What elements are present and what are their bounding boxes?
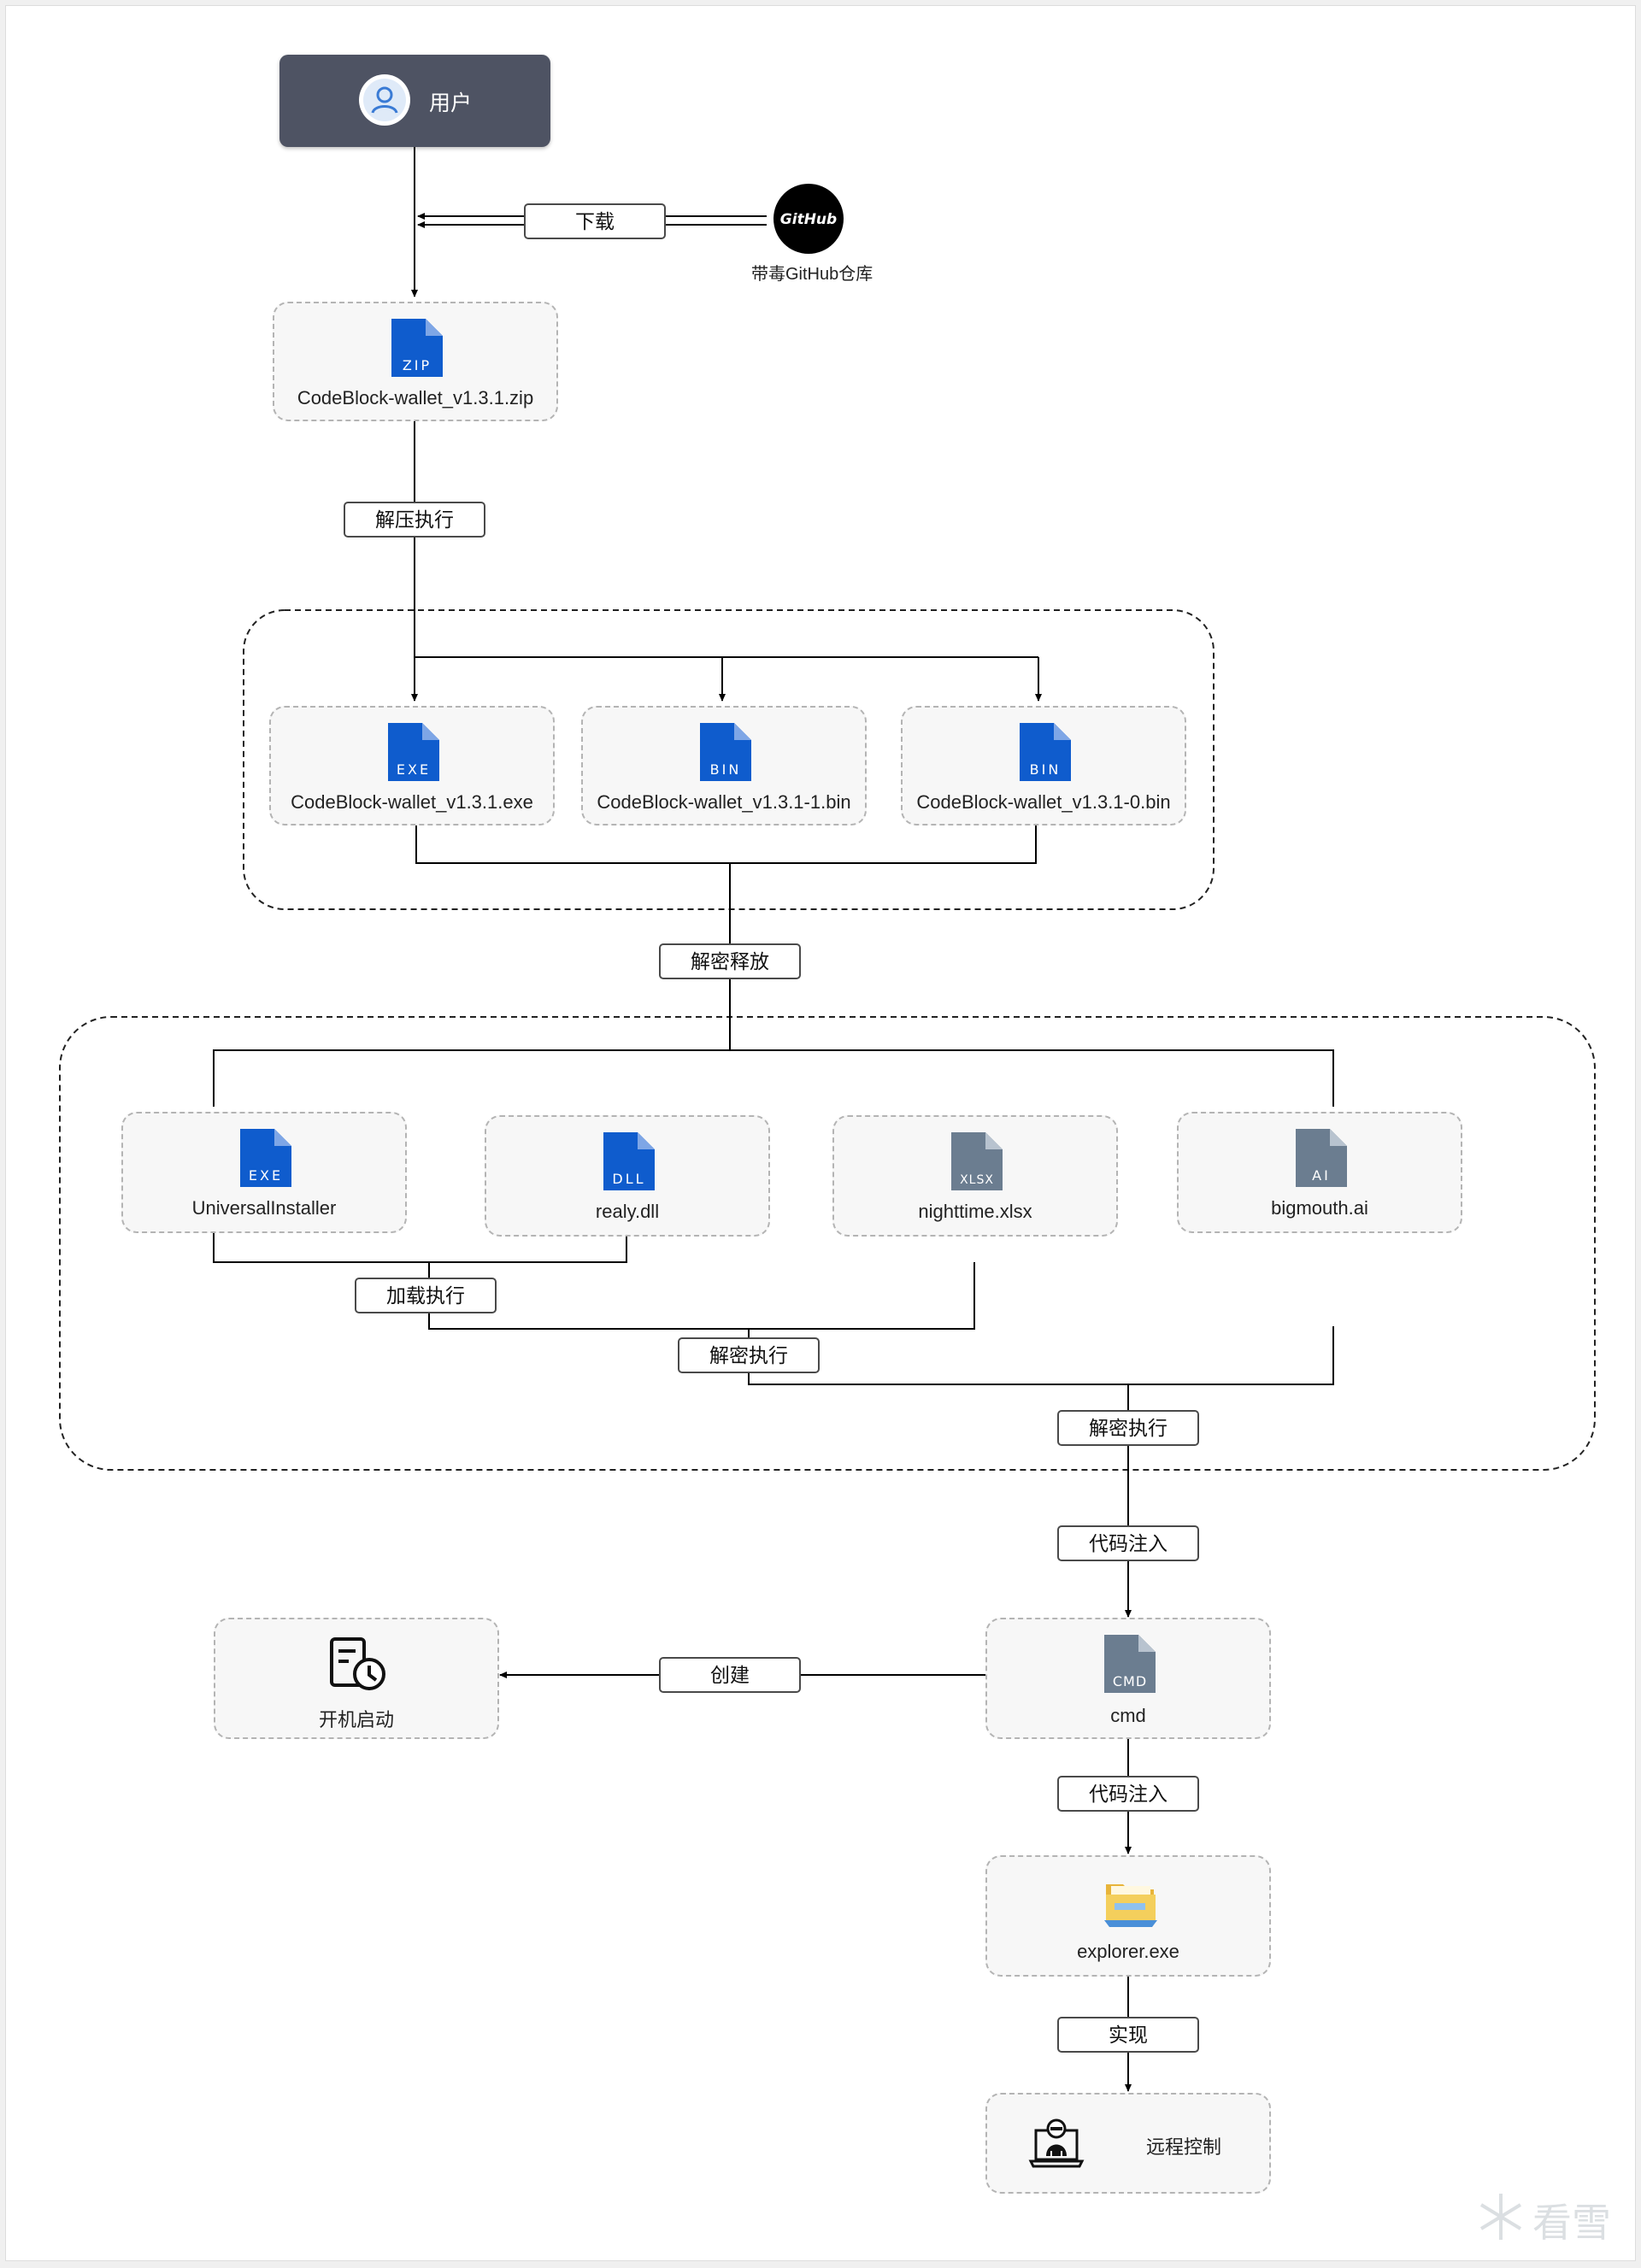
- zip-badge: ZIP: [403, 357, 432, 373]
- ai-file-icon: AI: [1296, 1129, 1347, 1187]
- exe-file-name: CodeBlock-wallet_v1.3.1.exe: [291, 791, 533, 813]
- remote-control-label: 远程控制: [1145, 2136, 1221, 2158]
- bin1-badge: BIN: [710, 761, 742, 778]
- step-unzip-run: 解压执行: [344, 502, 485, 538]
- user-node: 用户: [279, 55, 550, 147]
- bin0-badge: BIN: [1030, 761, 1062, 778]
- cmd-file-icon: CMD: [1104, 1635, 1156, 1693]
- explorer-file-name: explorer.exe: [1077, 1941, 1179, 1962]
- connector-load-xlsx: [428, 1262, 975, 1330]
- step-achieve: 实现: [1057, 2017, 1199, 2053]
- xlsx-file-name: nighttime.xlsx: [918, 1201, 1032, 1222]
- connector-decrypt1-ai: [748, 1326, 1334, 1385]
- xlsx-file-node: XLSX nighttime.xlsx: [832, 1115, 1118, 1237]
- connector-merge-1: [415, 820, 1037, 864]
- diagram-canvas: 用户 GitHub 带毒GitHub仓库 ZIP CodeBlock-walle…: [5, 5, 1636, 2261]
- zip-file-name: CodeBlock-wallet_v1.3.1.zip: [297, 387, 534, 408]
- step-create: 创建: [659, 1657, 801, 1693]
- github-logo-icon: GitHub: [773, 184, 844, 254]
- bin0-file-icon: BIN: [1020, 723, 1071, 781]
- cmd-file-name: cmd: [1110, 1705, 1146, 1726]
- cmd-badge: CMD: [1113, 1673, 1147, 1689]
- step-inject-2: 代码注入: [1057, 1776, 1199, 1812]
- step-load-run: 加载执行: [355, 1278, 497, 1313]
- xlsx-file-icon: XLSX: [951, 1132, 1003, 1190]
- xlsx-badge: XLSX: [960, 1173, 994, 1187]
- step-inject-1: 代码注入: [1057, 1525, 1199, 1561]
- step-decrypt-release: 解密释放: [659, 943, 801, 979]
- user-avatar-icon: [359, 74, 410, 126]
- bin1-file-name: CodeBlock-wallet_v1.3.1-1.bin: [597, 791, 851, 813]
- watermark: 看雪: [1474, 2187, 1628, 2247]
- bin0-file-node: BIN CodeBlock-wallet_v1.3.1-0.bin: [901, 706, 1186, 826]
- folder-explorer-icon: [1104, 1884, 1157, 1927]
- dll-badge: DLL: [612, 1171, 645, 1187]
- zip-file-node: ZIP CodeBlock-wallet_v1.3.1.zip: [273, 302, 558, 421]
- installer-badge: EXE: [249, 1167, 283, 1184]
- remote-control-node: 远程控制: [985, 2093, 1271, 2194]
- exe-file-node: EXE CodeBlock-wallet_v1.3.1.exe: [269, 706, 555, 826]
- cmd-file-node: CMD cmd: [985, 1618, 1271, 1739]
- dll-file-icon: DLL: [603, 1132, 655, 1190]
- bin0-file-name: CodeBlock-wallet_v1.3.1-0.bin: [916, 791, 1171, 813]
- exe-file-icon: EXE: [388, 723, 439, 781]
- installer-file-name: UniversalInstaller: [191, 1197, 337, 1219]
- startup-schedule-icon: [330, 1637, 385, 1690]
- ai-file-node: AI bigmouth.ai: [1177, 1112, 1462, 1233]
- snowflake-icon: [1479, 2194, 1522, 2240]
- startup-node: 开机启动: [214, 1618, 499, 1739]
- hacker-laptop-icon: [1028, 2118, 1085, 2168]
- github-logo-text: GitHub: [780, 211, 837, 228]
- startup-label: 开机启动: [318, 1709, 394, 1730]
- connector-installer-dll: [213, 1230, 627, 1263]
- group-container-2: [59, 1016, 1596, 1471]
- dll-file-name: realy.dll: [595, 1201, 660, 1222]
- github-caption: 带毒GitHub仓库: [751, 265, 873, 284]
- group-container-1: [243, 609, 1215, 910]
- bin1-file-node: BIN CodeBlock-wallet_v1.3.1-1.bin: [581, 706, 867, 826]
- installer-file-icon: EXE: [240, 1129, 291, 1187]
- installer-file-node: EXE UniversalInstaller: [121, 1112, 407, 1233]
- step-decrypt-run-2: 解密执行: [1057, 1410, 1199, 1446]
- dll-file-node: DLL realy.dll: [485, 1115, 770, 1237]
- step-decrypt-run-1: 解密执行: [678, 1337, 820, 1373]
- watermark-text: 看雪: [1532, 2200, 1611, 2246]
- ai-file-name: bigmouth.ai: [1271, 1197, 1368, 1219]
- zip-file-icon: ZIP: [391, 319, 443, 377]
- step-download: 下载: [524, 203, 666, 239]
- bin1-file-icon: BIN: [700, 723, 751, 781]
- connector-branch-2: [213, 1049, 1334, 1107]
- exe-badge: EXE: [397, 761, 431, 778]
- ai-badge: AI: [1312, 1167, 1331, 1184]
- explorer-node: explorer.exe: [985, 1855, 1271, 1977]
- connector-layer: [59, 147, 1596, 2092]
- user-label: 用户: [429, 91, 473, 115]
